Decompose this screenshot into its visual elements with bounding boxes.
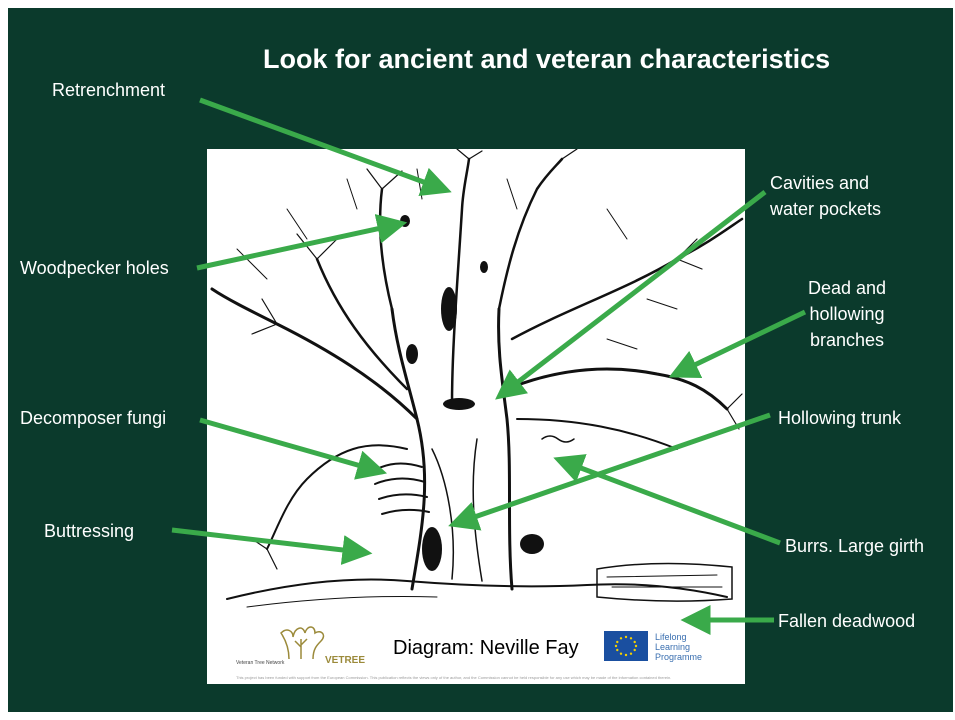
llp-line-3: Programme	[655, 652, 702, 662]
label-dead-line-2: hollowing	[808, 301, 886, 327]
vetree-logo-text: VETREE	[325, 655, 365, 666]
slide-title: Look for ancient and veteran characteris…	[263, 44, 830, 75]
label-woodpecker-holes: Woodpecker holes	[20, 255, 169, 281]
vtn-logo-text: Veteran Tree Network	[236, 660, 284, 666]
label-dead-line-3: branches	[808, 327, 886, 353]
disclaimer-text: This project has been funded with suppor…	[236, 675, 716, 680]
llp-logo-text: Lifelong Learning Programme	[655, 632, 702, 662]
label-retrenchment: Retrenchment	[52, 77, 165, 103]
tree-sketch-illustration	[207, 149, 745, 684]
llp-line-1: Lifelong	[655, 632, 702, 642]
label-dead-line-1: Dead and	[808, 275, 886, 301]
label-fallen-deadwood: Fallen deadwood	[778, 608, 915, 634]
label-hollowing-trunk: Hollowing trunk	[778, 405, 901, 431]
label-decomposer-fungi: Decomposer fungi	[20, 405, 166, 431]
vetree-logo-icon	[279, 619, 329, 663]
label-cavities-line-1: Cavities and	[770, 170, 881, 196]
diagram-credit: Diagram: Neville Fay	[393, 637, 579, 660]
label-dead-branches: Dead and hollowing branches	[808, 275, 886, 353]
diagram-panel	[207, 149, 745, 684]
label-buttressing: Buttressing	[44, 518, 134, 544]
label-burrs: Burrs. Large girth	[785, 533, 924, 559]
label-cavities: Cavities and water pockets	[770, 170, 881, 222]
llp-line-2: Learning	[655, 642, 702, 652]
eu-flag-icon	[604, 631, 648, 661]
label-cavities-line-2: water pockets	[770, 196, 881, 222]
